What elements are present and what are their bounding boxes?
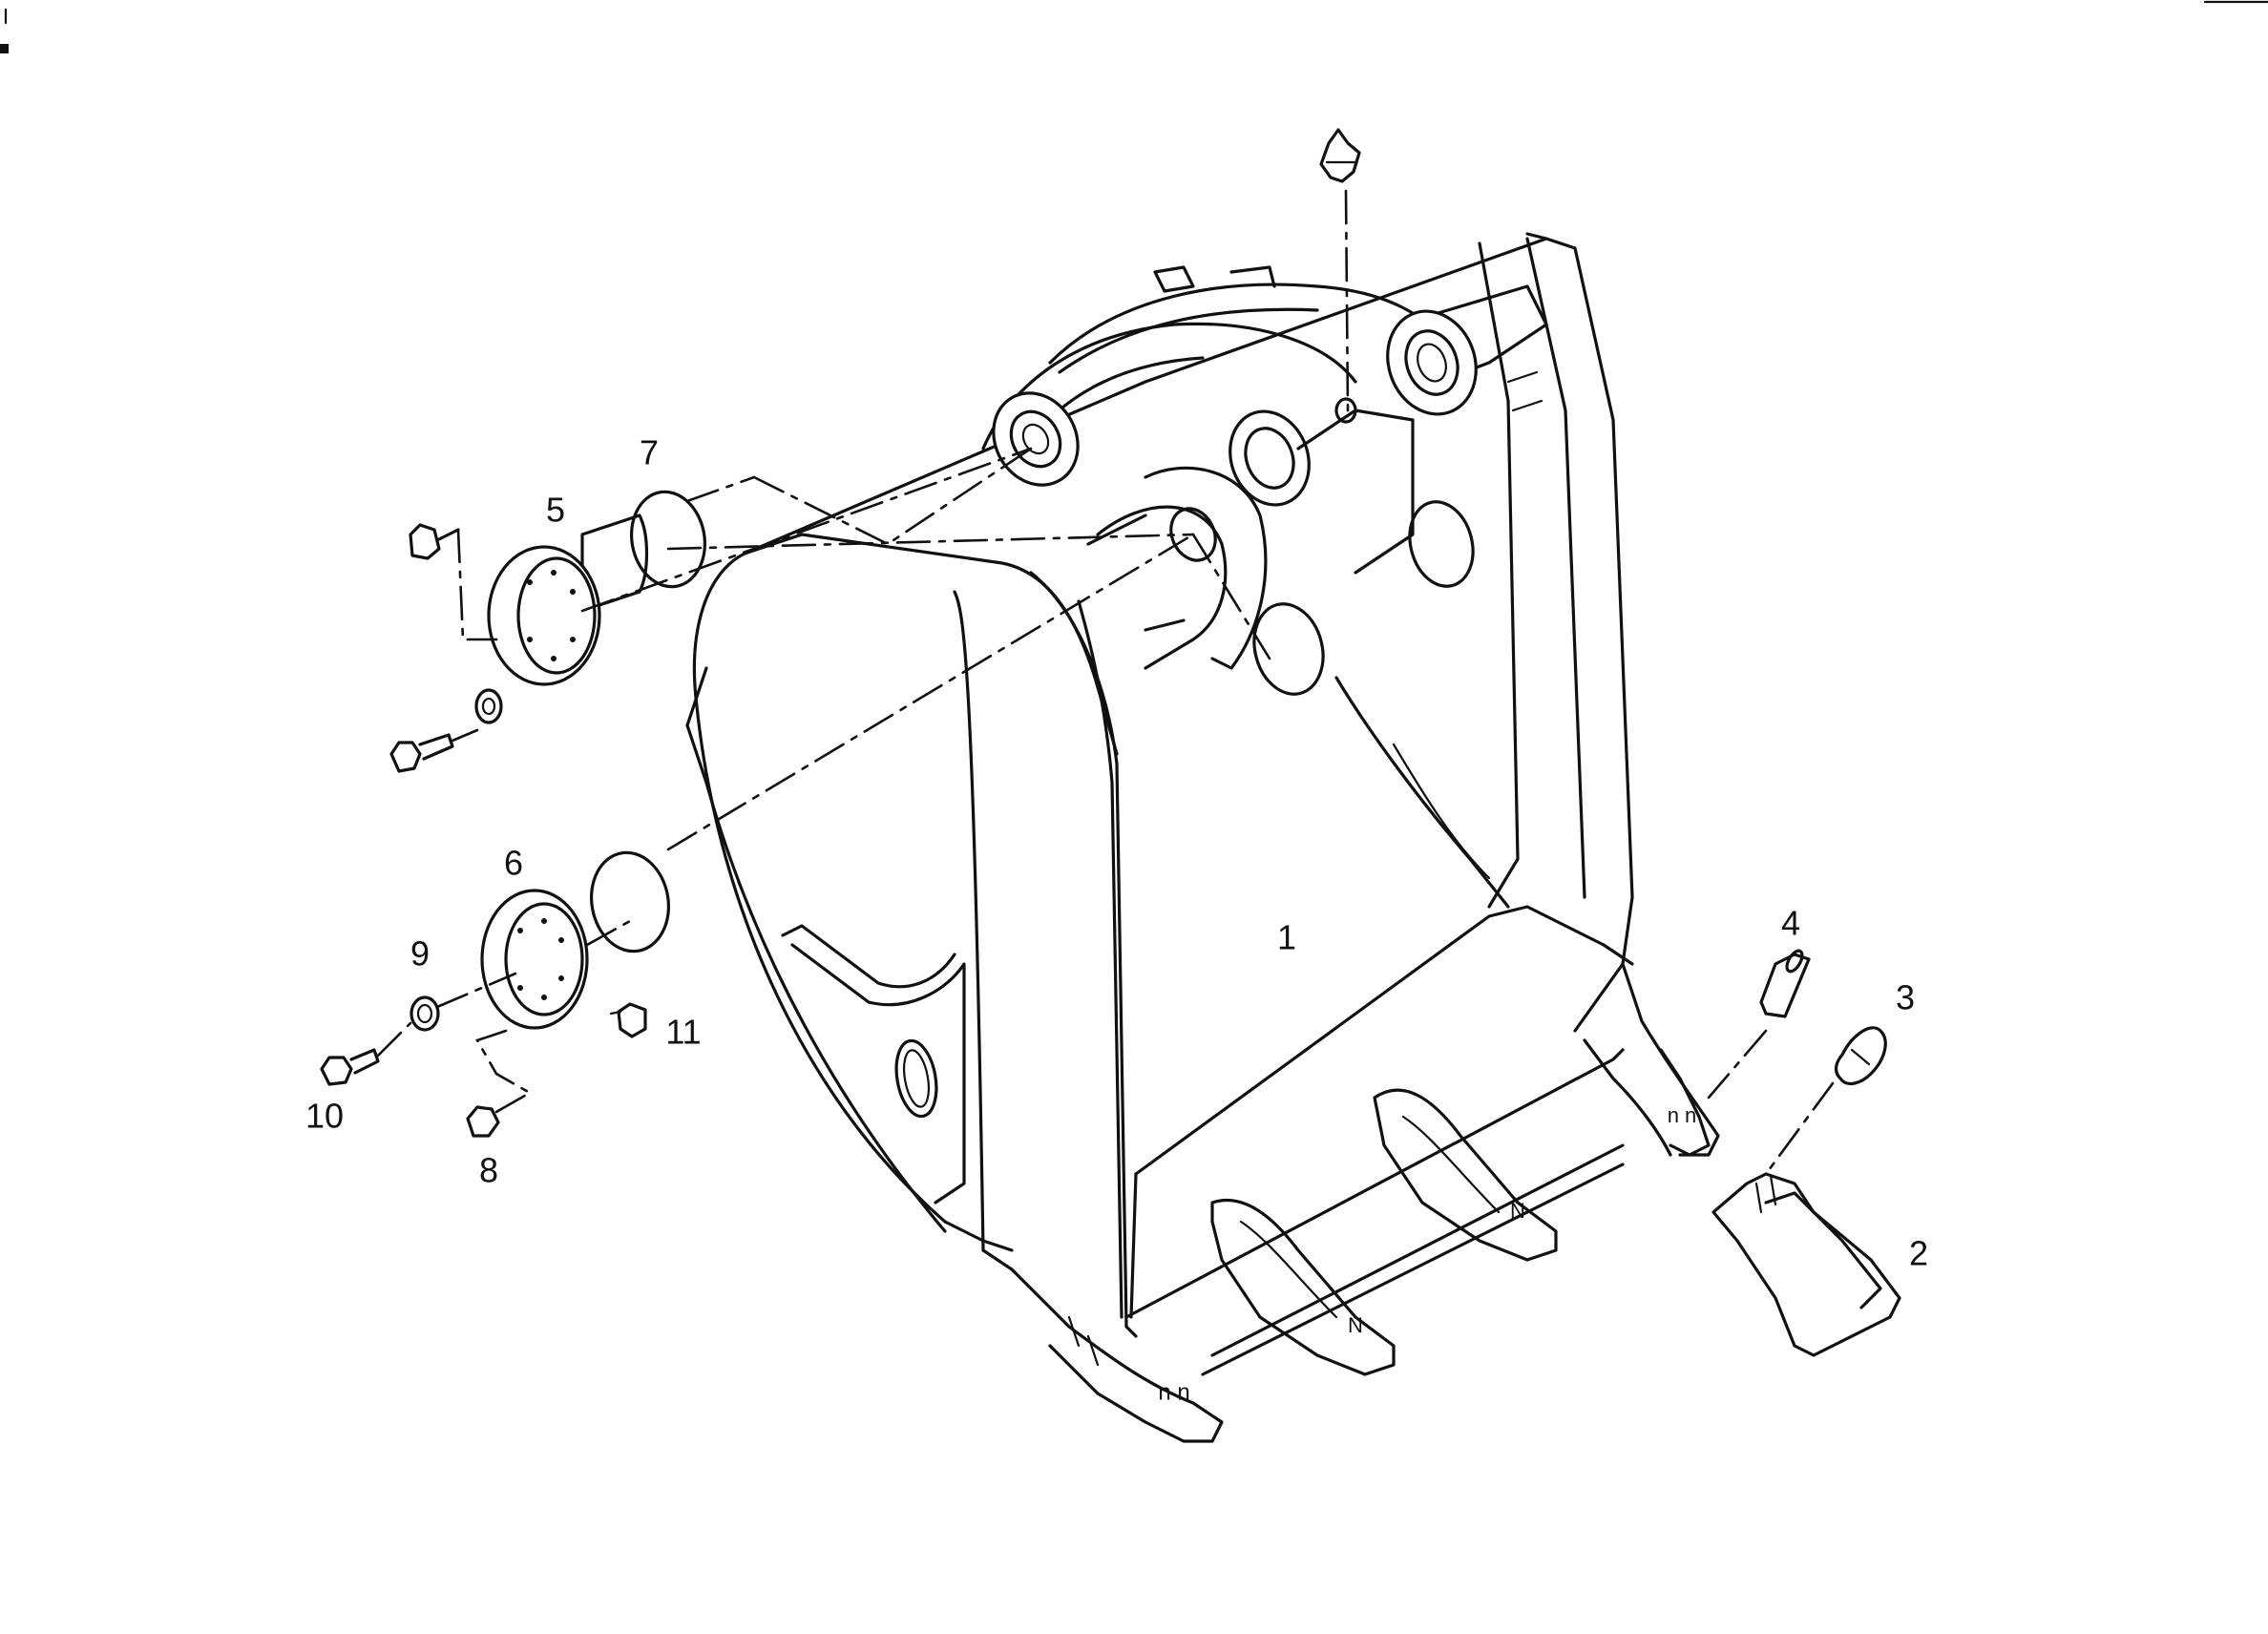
tooth-part-2 (1712, 1172, 1901, 1357)
callout-11: 11 (665, 1013, 701, 1052)
callout-6: 6 (504, 844, 523, 883)
o-ring-lower (589, 850, 671, 953)
pin-part-5 (487, 513, 649, 686)
callout-9: 9 (410, 934, 430, 974)
plug-part-11 (617, 1002, 647, 1038)
upper-fasteners (389, 523, 503, 773)
pin-part-4 (1707, 949, 1811, 1100)
tooth-mark: n n (1668, 1103, 1697, 1127)
pin-part-3 (1764, 1026, 1887, 1176)
bucket-body (685, 232, 1720, 1376)
scan-marks (0, 0, 2268, 53)
washer-part-9 (410, 995, 440, 1032)
callout-3: 3 (1896, 978, 1915, 1017)
callout-10: 10 (305, 1097, 344, 1136)
tooth-mark: N (1348, 1313, 1363, 1337)
callout-1: 1 (1277, 918, 1296, 957)
bolt-part-10 (320, 1056, 353, 1086)
cap-part-6 (480, 889, 589, 1030)
grease-fitting (1319, 128, 1361, 412)
callout-8: 8 (479, 1151, 498, 1190)
tooth-mark: n n (1158, 1379, 1189, 1405)
callout-5: 5 (546, 491, 565, 530)
callout-7: 7 (640, 433, 659, 472)
callout-2: 2 (1909, 1234, 1928, 1273)
o-ring-part-7 (629, 490, 707, 589)
callouts: 1 2 3 4 5 6 7 8 9 10 11 (305, 433, 1928, 1273)
assembly-centerlines (580, 447, 1271, 947)
lower-fasteners (320, 972, 647, 1138)
tooth-mark: N (1510, 1199, 1525, 1223)
callout-4: 4 (1781, 904, 1800, 943)
bucket-teeth: n n N N n n (1010, 1048, 1711, 1443)
hinge-ears (981, 265, 1478, 696)
nut-part-8 (466, 1105, 500, 1138)
